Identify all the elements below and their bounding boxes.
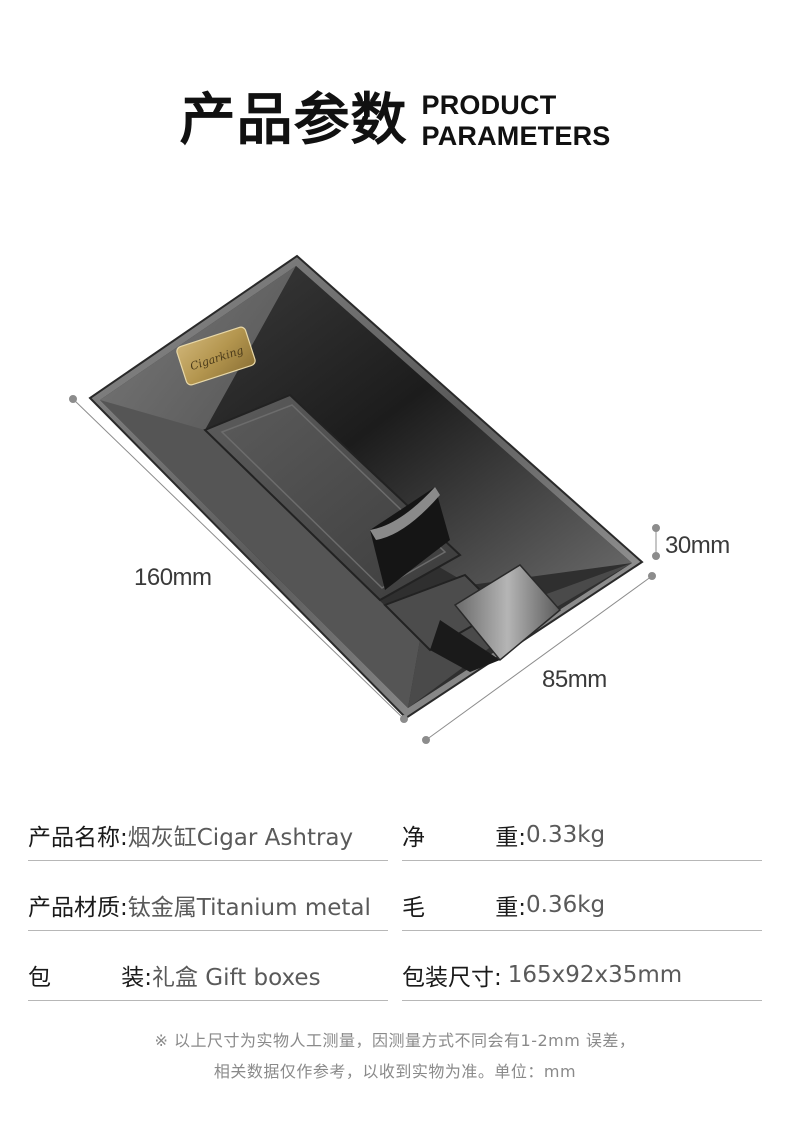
spec-label: 产品名称: (28, 825, 128, 851)
spec-row-material: 产品材质: 钛金属Titanium metal (28, 880, 388, 931)
cigar-rest-notch (453, 564, 562, 662)
title-en: PRODUCT PARAMETERS (421, 90, 610, 152)
dimension-height-label: 30mm (665, 532, 730, 559)
footnote-line-2: 相关数据仅作参考，以收到实物为准。单位：mm (213, 1062, 577, 1081)
spec-row-package-size: 包装尺寸: 165x92x35mm (402, 950, 762, 1001)
footnote-line-1: ※ 以上尺寸为实物人工测量，因测量方式不同会有1-2mm 误差， (154, 1031, 636, 1050)
ashtray-illustration: Cigarking (69, 254, 660, 744)
spec-value: 0.36kg (526, 892, 606, 918)
page-header: 产品参数 PRODUCT PARAMETERS (0, 86, 790, 156)
dimension-width-label: 85mm (542, 666, 607, 693)
spec-label: 毛 重: (402, 895, 526, 921)
product-image: Cigarking 160mm 85mm 30mm (0, 230, 790, 770)
title-cn: 产品参数 (179, 88, 408, 153)
title-en-line1: PRODUCT (421, 90, 557, 120)
spec-row-net-weight: 净 重: 0.33kg (402, 810, 762, 861)
spec-label: 包装尺寸: (402, 965, 502, 991)
spec-value: 165x92x35mm (507, 962, 683, 988)
spec-row-product-name: 产品名称: 烟灰缸Cigar Ashtray (28, 810, 388, 861)
dimension-lines (69, 395, 660, 744)
spec-label: 包 装: (28, 965, 152, 991)
spec-value: 0.33kg (526, 822, 606, 848)
title-en-line2: PARAMETERS (421, 121, 611, 151)
spec-label: 净 重: (402, 825, 526, 851)
spec-label: 产品材质: (28, 895, 128, 921)
spec-value: 钛金属Titanium metal (127, 895, 371, 921)
dimension-length-label: 160mm (134, 564, 212, 591)
spec-row-packaging: 包 装: 礼盒 Gift boxes (28, 950, 388, 1001)
spec-value: 烟灰缸Cigar Ashtray (127, 825, 354, 851)
cigar-rest-inner (370, 487, 450, 590)
spec-value: 礼盒 Gift boxes (152, 965, 321, 991)
brand-plate: Cigarking (176, 326, 256, 386)
spec-row-gross-weight: 毛 重: 0.36kg (402, 880, 762, 931)
